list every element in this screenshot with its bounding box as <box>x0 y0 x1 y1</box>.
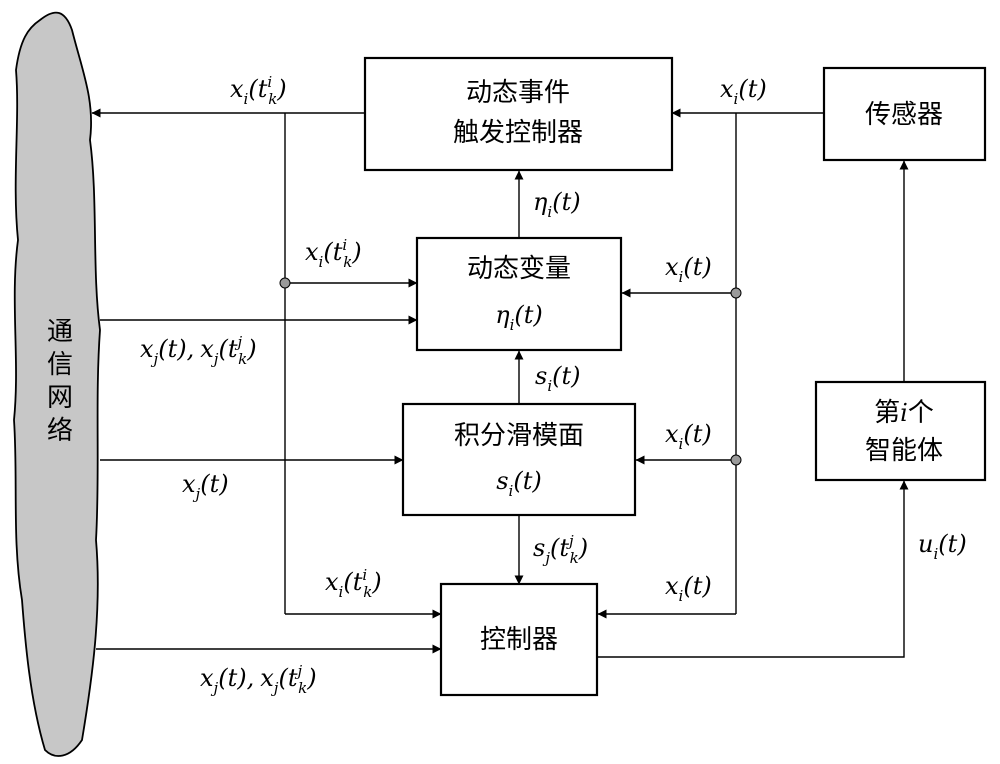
label-xj-ism: xj(t) <box>182 470 229 503</box>
block-controller: 控制器 <box>439 582 599 697</box>
dynvar-symbol: ηi(t) <box>495 301 543 334</box>
label-xi-sensor: xi(t) <box>720 75 767 108</box>
communication-network-cloud <box>13 11 101 757</box>
block-event-trigger-controller: 动态事件 触发控制器 <box>363 56 674 172</box>
connections <box>91 108 909 658</box>
junction-dot-xitk <box>279 277 291 289</box>
junction-dot-xi-ism <box>730 454 742 466</box>
junction-dot-xi-dynvar <box>730 287 742 299</box>
sensor-label: 传感器 <box>865 100 943 130</box>
label-ui: ui(t) <box>918 530 967 563</box>
label-eta-i: ηi(t) <box>533 188 581 221</box>
agent-label-line2: 智能体 <box>865 436 943 466</box>
label-xi-ism: xi(t) <box>665 420 712 453</box>
label-xi-dynvar: xi(t) <box>665 253 712 286</box>
dynvar-label: 动态变量 <box>467 254 571 284</box>
agent-label-line1: 第i个 <box>874 398 934 428</box>
cloud-label-line4: 络 <box>47 416 73 446</box>
cloud-label-line3: 网 <box>47 383 73 413</box>
label-si-ism-out: si(t) <box>535 362 581 395</box>
cloud-label-line1: 通 <box>47 317 73 347</box>
label-xi-controller: xi(t) <box>665 572 712 605</box>
cloud-label-line2: 信 <box>47 350 73 380</box>
block-integral-sliding-mode-surface: 积分滑模面 si(t) <box>401 402 637 517</box>
block-dynamic-variable: 动态变量 ηi(t) <box>415 236 623 352</box>
controller-label: 控制器 <box>480 625 558 655</box>
block-sensor: 传感器 <box>822 66 987 162</box>
trigger-label-line2: 触发控制器 <box>453 118 583 148</box>
ism-symbol: si(t) <box>496 467 542 500</box>
arrow-controller-to-agent <box>598 480 909 658</box>
ism-label: 积分滑模面 <box>454 421 584 451</box>
trigger-label-line1: 动态事件 <box>466 78 570 108</box>
block-agent: 第i个 智能体 <box>814 380 987 482</box>
